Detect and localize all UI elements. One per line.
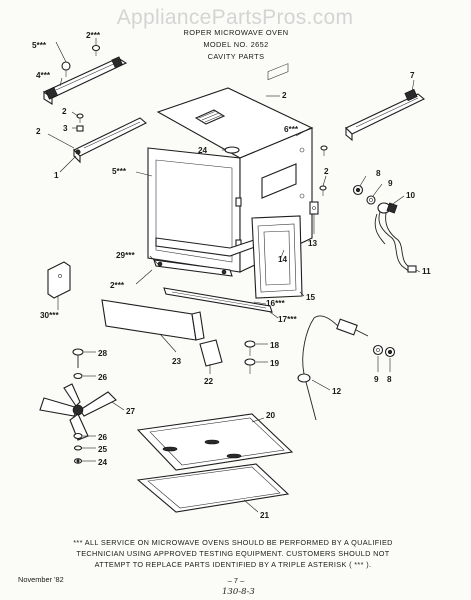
part-25-washer: [73, 445, 83, 451]
part-8-nut: [352, 184, 364, 196]
leader-lines: [47, 38, 421, 513]
part-13-bracket: [309, 201, 319, 215]
callout-label: 16***: [266, 299, 285, 308]
oven-cavity: [147, 63, 314, 273]
part-2-screw-upper-right: [320, 145, 328, 156]
part-22-plate: [199, 339, 223, 367]
callout-label: 12: [332, 387, 342, 396]
callout-label: 29***: [116, 251, 135, 260]
callout-label: 2: [36, 127, 41, 136]
callout-label: 6***: [284, 125, 299, 134]
callout-label: 14: [278, 255, 288, 264]
callout-label: 2***: [86, 31, 101, 40]
callout-label: 7: [410, 71, 415, 80]
part-17-rail: [163, 287, 273, 313]
callout-label: 21: [260, 511, 270, 520]
page-number: – 7 –: [228, 576, 245, 585]
callout-label: 30***: [40, 311, 59, 320]
part-12-probe: [297, 315, 369, 421]
part-26-coupler-lower: [73, 432, 83, 440]
part-20-tray: [136, 413, 294, 471]
callout-labels: 2*** 5*** 4*** 7 2 2 3 2 1 6*** 24 5*** …: [32, 31, 431, 520]
part-30-bracket: [47, 261, 71, 299]
callout-label: 20: [266, 411, 276, 420]
part-4-hinge-rail: [42, 56, 128, 105]
callout-label: 24: [198, 146, 208, 155]
callout-label: 2: [62, 107, 67, 116]
callout-label: 9: [388, 179, 393, 188]
callout-label: 26: [98, 373, 108, 382]
callout-label: 23: [172, 357, 182, 366]
part-1-rail: [73, 117, 147, 164]
callout-label: 25: [98, 445, 108, 454]
callout-label: 8: [387, 375, 392, 384]
callout-label: 28: [98, 349, 108, 358]
service-notice-line-1: *** ALL SERVICE ON MICROWAVE OVENS SHOUL…: [73, 538, 393, 547]
part-9-washer: [366, 195, 376, 205]
part-19-rivet: [244, 358, 256, 374]
callout-label: 17***: [278, 315, 297, 324]
model-number: MODEL NO. 2652: [203, 40, 268, 49]
part-26-coupler-upper: [73, 372, 83, 380]
callout-label: 22: [204, 377, 214, 386]
part-2-screw-top: [91, 44, 101, 56]
part-3-clip: [76, 125, 84, 132]
part-9-washer-lower: [372, 344, 384, 356]
callout-label: 2: [282, 91, 287, 100]
callout-label: 19: [270, 359, 280, 368]
part-10-sensor-harness: [374, 202, 417, 273]
callout-label: 5***: [112, 167, 127, 176]
part-8-nut-lower: [384, 346, 396, 358]
callout-label: 18: [270, 341, 280, 350]
service-notice-line-2: TECHNICIAN USING APPROVED TESTING EQUIPM…: [76, 549, 389, 558]
diagram-title: ROPER MICROWAVE OVEN: [184, 28, 289, 37]
part-2-screw-left: [76, 113, 84, 123]
part-21-gasket: [136, 463, 290, 513]
part-18-rivet: [244, 340, 256, 356]
callout-label: 8: [376, 169, 381, 178]
callout-label: 26: [98, 433, 108, 442]
callout-label: 24: [98, 458, 108, 467]
part-5-screw: [61, 61, 71, 77]
callout-label: 3: [63, 124, 68, 133]
part-2-screw-right: [319, 185, 327, 196]
part-29-hinge-bar: [153, 259, 233, 277]
callout-label: 13: [308, 239, 318, 248]
part-15-door-frame: [251, 215, 303, 299]
service-notice-line-3: ATTEMPT TO REPLACE PARTS IDENTIFIED BY A…: [95, 560, 372, 569]
callout-label: 2: [324, 167, 329, 176]
callout-label: 4***: [36, 71, 51, 80]
callout-label: 11: [422, 267, 431, 276]
part-7-rail: [345, 88, 426, 142]
part-27-stirrer-fan: [39, 383, 117, 441]
part-28-shaft: [72, 348, 84, 368]
callout-label: 27: [126, 407, 136, 416]
print-date: November '82: [18, 575, 64, 584]
callout-label: 10: [406, 191, 416, 200]
callout-label: 1: [54, 171, 59, 180]
callout-label: 5***: [32, 41, 47, 50]
callout-label: 15: [306, 293, 316, 302]
callout-label: 2***: [110, 281, 125, 290]
callout-label: 9: [374, 375, 379, 384]
part-23-panel: [101, 299, 205, 341]
part-24-nut: [73, 458, 83, 464]
watermark: AppliancePartsPros.com: [117, 6, 354, 29]
handwritten-note: 130-8-3: [222, 587, 255, 597]
section-name: CAVITY PARTS: [208, 52, 265, 61]
